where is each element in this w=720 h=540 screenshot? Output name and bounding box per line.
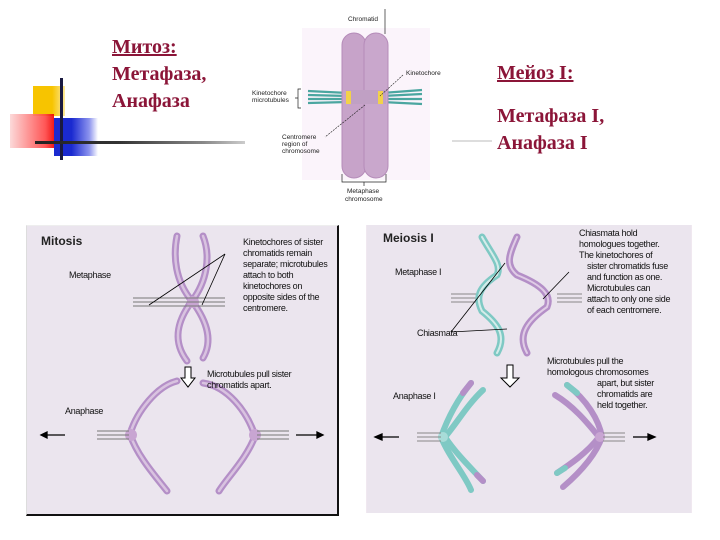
mitosis-anaphase-note: Microtubules pull sister chromatids apar…	[207, 369, 292, 391]
decor-horizontal-line	[35, 141, 245, 144]
mitosis-subtitle-1: Метафаза,	[112, 63, 207, 85]
mitosis-title-block: Митоз: Метафаза, Анафаза	[112, 34, 206, 115]
note-line: and function as one.	[587, 272, 663, 282]
note-line: of each centromere.	[587, 305, 662, 315]
meiosis-subtitle-1: Метафаза I,	[497, 105, 605, 127]
decor-yellow-square	[33, 86, 65, 116]
label-centromere-2: region of	[282, 141, 308, 148]
note-line: homologous chromosomes	[547, 367, 649, 377]
meiosis-panel-title: Meiosis I	[383, 231, 434, 245]
meiosis-title-block: Мейоз I: Метафаза I, Анафаза I	[497, 60, 604, 157]
note-line: kinetochores on	[243, 281, 303, 291]
meiosis-anaphase-label: Anaphase I	[393, 391, 436, 401]
decor-horizontal-line-right	[452, 140, 492, 142]
note-line: separate; microtubules	[243, 259, 328, 269]
label-chromatid: Chromatid	[348, 16, 378, 23]
meiosis-subtitle-2: Анафаза I	[497, 132, 588, 154]
meiosis-metaphase-note: Chiasmata hold homologues together. The …	[579, 228, 670, 316]
note-line: sister chromatids fuse	[587, 261, 668, 271]
label-kinetochore-microtubules-1: Kinetochore	[252, 90, 287, 97]
note-line: The kinetochores of	[579, 250, 653, 260]
note-line: chromatids apart.	[207, 380, 272, 390]
note-line: Kinetochores of sister	[243, 237, 323, 247]
mitosis-panel-title: Mitosis	[41, 234, 83, 248]
mitosis-illustration	[39, 232, 325, 495]
mitosis-panel: Mitosis Metaphase Anaphase Kinetochores …	[26, 225, 339, 516]
note-line: attach to both	[243, 270, 294, 280]
mitosis-anaphase-label: Anaphase	[65, 406, 104, 416]
note-line: Microtubules pull sister	[207, 369, 292, 379]
note-line: centromere.	[243, 303, 288, 313]
label-kinetochore-microtubules-2: microtubules	[252, 97, 289, 104]
note-line: attach to only one side	[587, 294, 671, 304]
decor-vertical-line	[60, 78, 63, 160]
mitosis-metaphase-label: Metaphase	[69, 270, 111, 280]
note-line: opposite sides of the	[243, 292, 320, 302]
meiosis-chiasmata-label: Chiasmata	[417, 328, 458, 338]
chromosome-illustration	[295, 9, 423, 186]
mitosis-subtitle-2: Анафаза	[112, 90, 190, 112]
label-kinetochore: Kinetochore	[406, 70, 441, 77]
meiosis-illustration	[373, 233, 657, 493]
mitosis-heading: Митоз:	[112, 36, 177, 58]
metaphase-chromosome-diagram: Chromatid Kinetochore Kinetochore microt…	[240, 0, 460, 210]
note-line: Chiasmata hold	[579, 228, 638, 238]
note-line: held together.	[597, 400, 648, 410]
mitosis-metaphase-note: Kinetochores of sister chromatids remain…	[243, 237, 328, 314]
meiosis-heading: Мейоз I:	[497, 62, 574, 84]
note-line: chromatids remain	[243, 248, 312, 258]
note-line: chromatids are	[597, 389, 653, 399]
label-centromere-3: chromosome	[282, 148, 320, 155]
meiosis-metaphase-label: Metaphase I	[395, 267, 442, 277]
label-metaphase-chromosome-1: Metaphase	[347, 188, 380, 195]
meiosis-panel: Meiosis I Metaphase I Chiasmata Anaphase…	[366, 225, 692, 513]
meiosis-anaphase-note: Microtubules pull the homologous chromos…	[547, 356, 654, 411]
note-line: apart, but sister	[597, 378, 654, 388]
label-metaphase-chromosome-2: chromosome	[345, 196, 383, 203]
note-line: homologues together.	[579, 239, 660, 249]
note-line: Microtubules pull the	[547, 356, 624, 366]
label-centromere-1: Centromere	[282, 134, 317, 141]
note-line: Microtubules can	[587, 283, 651, 293]
